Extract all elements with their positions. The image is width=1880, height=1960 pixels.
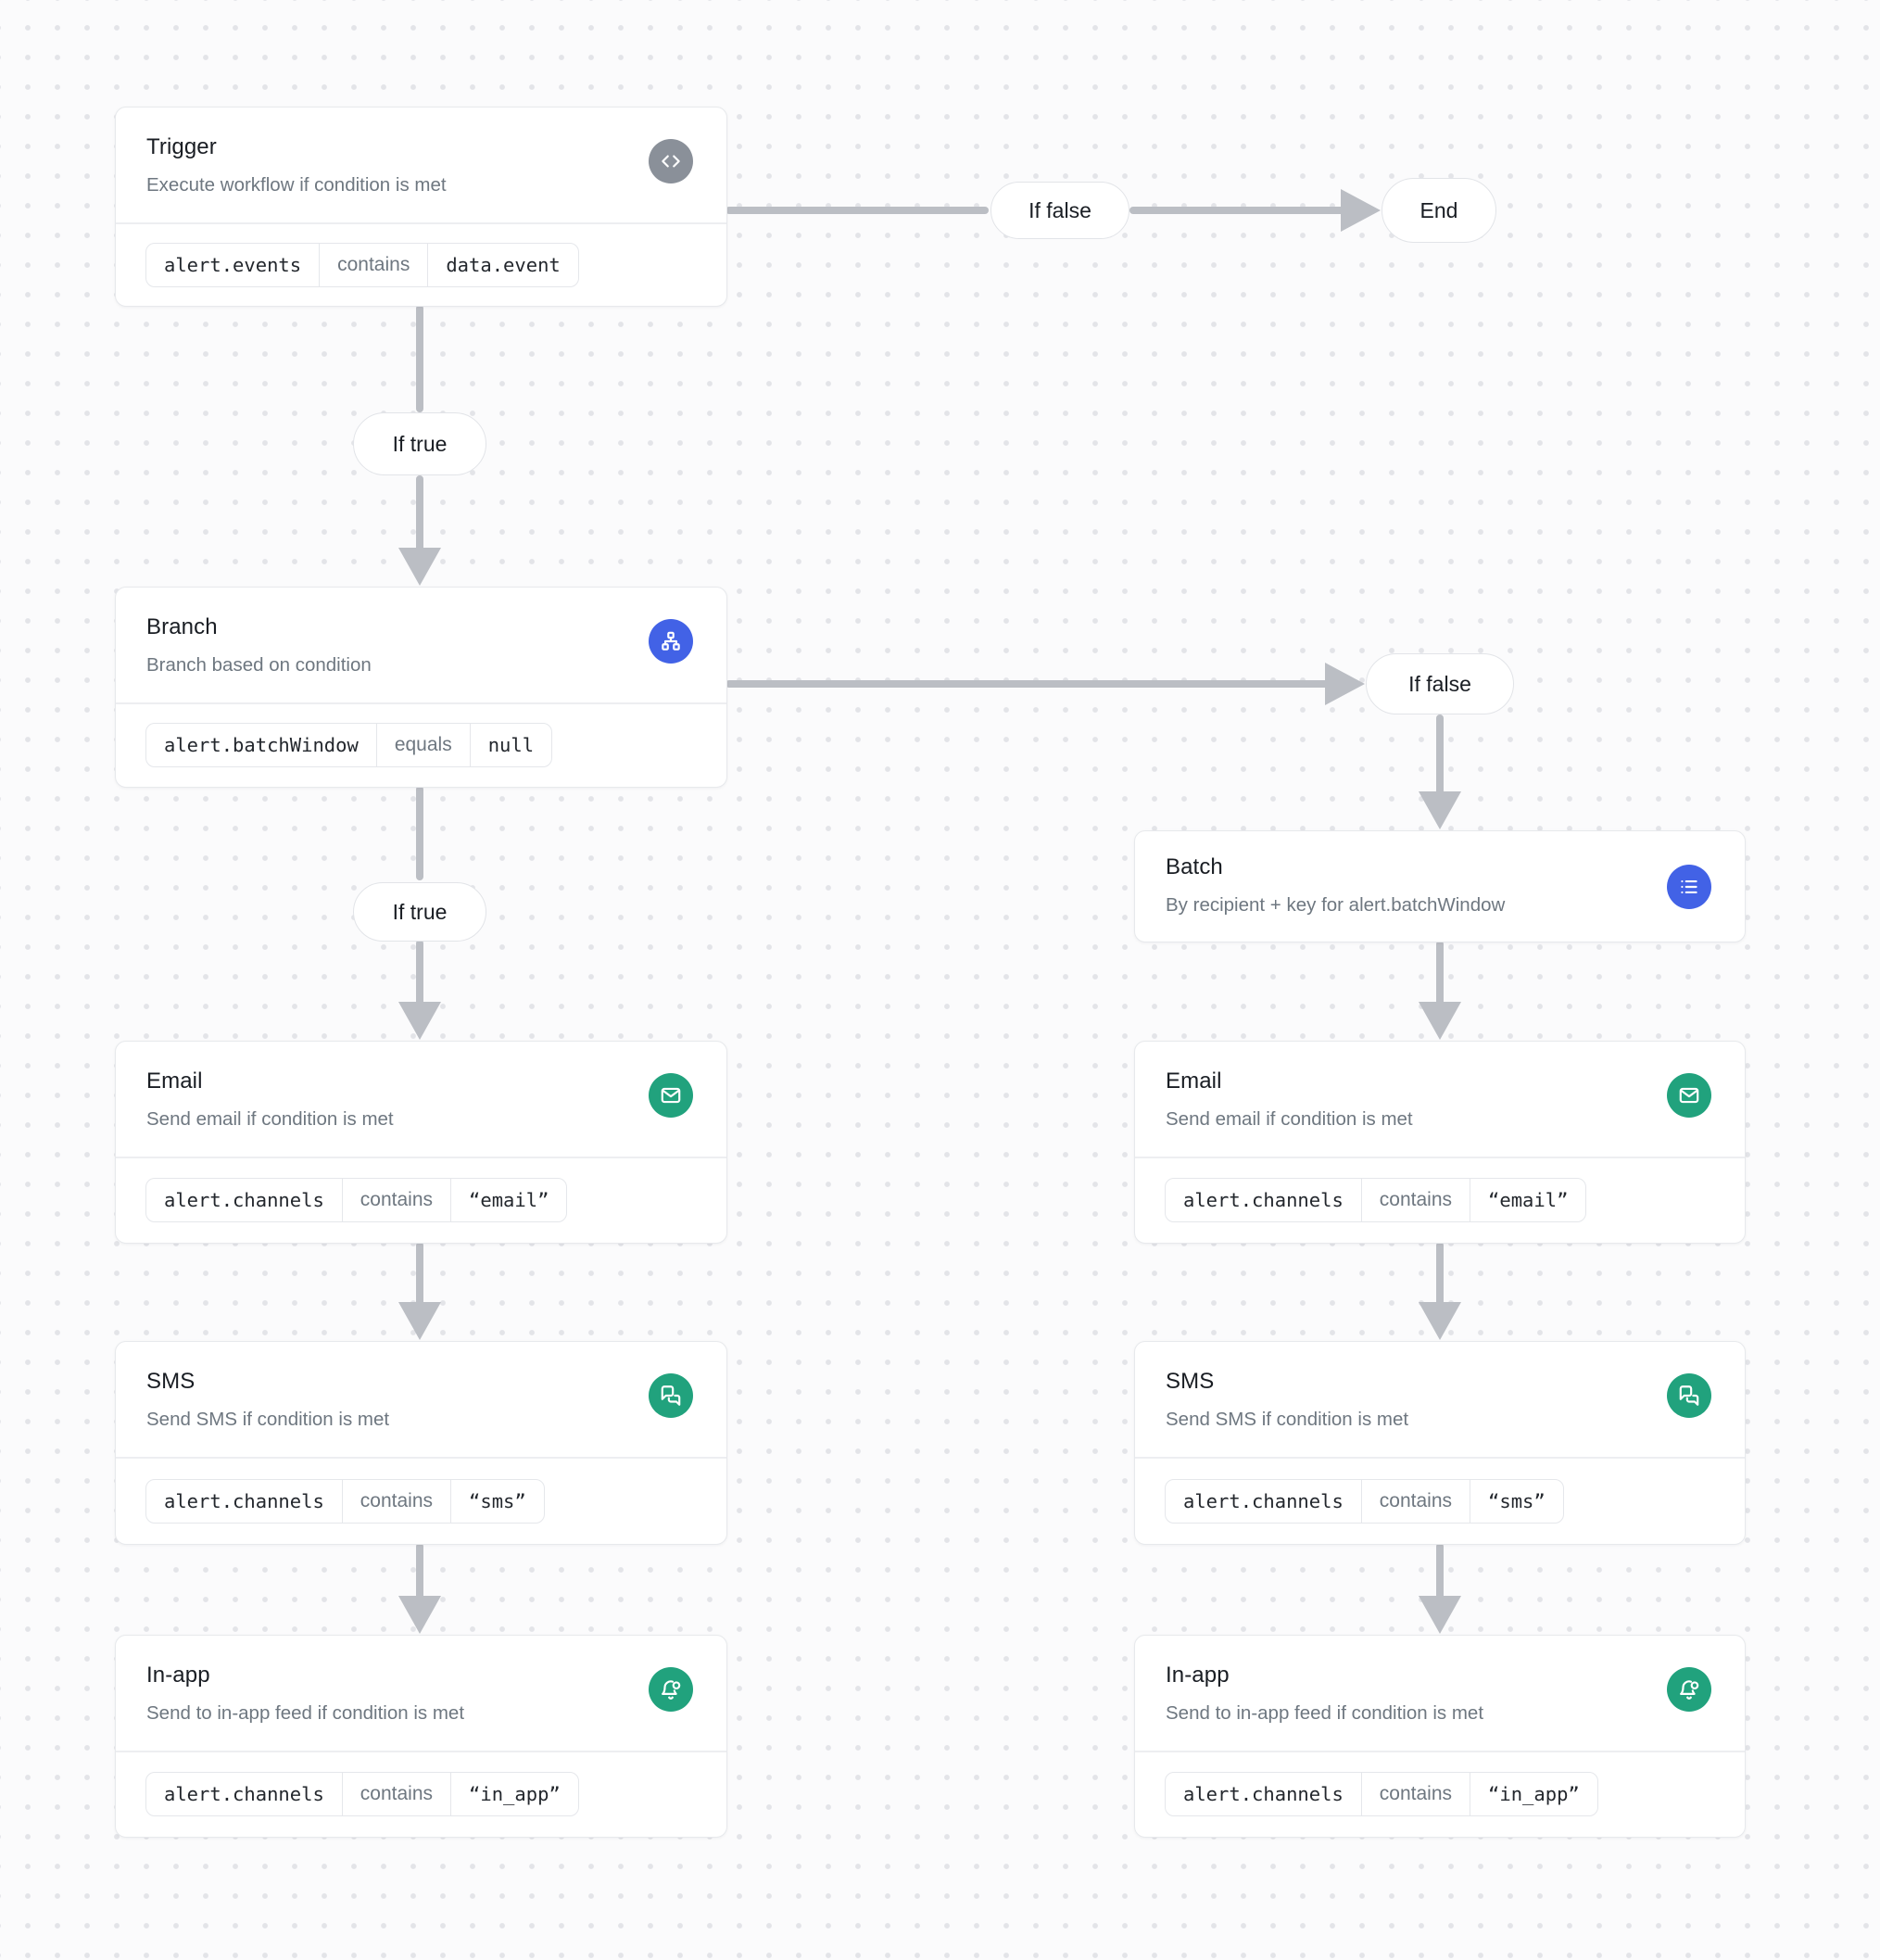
node-subtitle: Branch based on condition (146, 654, 372, 676)
condition-chip: alert.events contains data.event (145, 242, 579, 287)
edge-label-if-true-1: If true (353, 412, 486, 475)
condition-value: “sms” (450, 1479, 544, 1523)
node-email-right[interactable]: Email Send email if condition is met ale… (1134, 1041, 1746, 1244)
condition-operator: contains (341, 1179, 450, 1222)
node-subtitle: Send SMS if condition is met (146, 1409, 390, 1430)
node-branch[interactable]: Branch Branch based on condition alert.b… (115, 587, 727, 788)
edge-label-if-false-2: If false (1366, 653, 1514, 714)
node-subtitle: Send email if condition is met (1166, 1108, 1413, 1130)
condition-operator: contains (1360, 1479, 1470, 1523)
condition-chip: alert.channels contains “sms” (1165, 1478, 1564, 1524)
condition-chip: alert.channels contains “sms” (145, 1478, 545, 1524)
node-title: Branch (146, 614, 218, 639)
node-email-left[interactable]: Email Send email if condition is met ale… (115, 1041, 727, 1244)
condition-value: null (469, 724, 551, 767)
condition-chip: alert.channels contains “email” (145, 1178, 568, 1223)
condition-field: alert.channels (1183, 1489, 1344, 1512)
sitemap-icon (649, 619, 693, 664)
node-sms-left[interactable]: SMS Send SMS if condition is met alert.c… (115, 1341, 727, 1545)
condition-field: alert.channels (1183, 1189, 1344, 1212)
node-subtitle: Send email if condition is met (146, 1108, 394, 1130)
condition-value: “email” (1470, 1179, 1585, 1222)
mail-icon (1667, 1073, 1711, 1118)
edge-label-text: If false (1408, 671, 1471, 696)
node-title: In-app (146, 1663, 210, 1688)
node-subtitle: Send SMS if condition is met (1166, 1409, 1409, 1430)
card-divider (116, 1457, 726, 1459)
node-title: Trigger (146, 134, 217, 159)
node-subtitle: Send to in-app feed if condition is met (146, 1702, 465, 1724)
condition-operator: contains (341, 1479, 450, 1523)
chat-icon (1667, 1373, 1711, 1418)
node-end[interactable]: End (1382, 178, 1496, 243)
condition-chip: alert.channels contains “in_app” (1165, 1772, 1598, 1817)
mail-icon (649, 1073, 693, 1118)
condition-operator: contains (341, 1773, 450, 1816)
condition-value: “email” (450, 1179, 566, 1222)
condition-operator: contains (1360, 1773, 1470, 1816)
condition-field: alert.batchWindow (164, 734, 359, 757)
condition-value: “in_app” (1470, 1773, 1597, 1816)
condition-field: alert.channels (164, 1783, 324, 1806)
condition-chip: alert.batchWindow equals null (145, 723, 553, 768)
condition-value: data.event (427, 243, 577, 286)
condition-operator: contains (319, 243, 427, 286)
condition-chip: alert.channels contains “email” (1165, 1178, 1587, 1223)
card-divider (1135, 1457, 1745, 1459)
card-divider (116, 702, 726, 704)
card-divider (1135, 1751, 1745, 1752)
node-trigger[interactable]: Trigger Execute workflow if condition is… (115, 107, 727, 307)
card-divider (116, 222, 726, 224)
list-icon (1667, 865, 1711, 909)
edge-label-text: If true (392, 899, 448, 924)
edge-label-if-false-top: If false (990, 182, 1129, 239)
condition-value: “in_app” (450, 1773, 578, 1816)
edge-label-text: If true (392, 431, 448, 456)
node-inapp-left[interactable]: In-app Send to in-app feed if condition … (115, 1635, 727, 1838)
card-divider (116, 1157, 726, 1158)
node-subtitle: Execute workflow if condition is met (146, 174, 447, 196)
node-sms-right[interactable]: SMS Send SMS if condition is met alert.c… (1134, 1341, 1746, 1545)
node-title: SMS (1166, 1369, 1215, 1394)
condition-value: “sms” (1470, 1479, 1563, 1523)
node-title: Batch (1166, 854, 1223, 879)
node-subtitle: Send to in-app feed if condition is met (1166, 1702, 1484, 1724)
condition-field: alert.channels (1183, 1783, 1344, 1806)
edge-label-text: If false (1028, 197, 1091, 222)
node-title: SMS (146, 1369, 196, 1394)
end-label: End (1419, 197, 1458, 222)
code-icon (649, 139, 693, 183)
condition-operator: contains (1360, 1179, 1470, 1222)
condition-field: alert.channels (164, 1189, 324, 1212)
bell-icon (1667, 1667, 1711, 1712)
condition-chip: alert.channels contains “in_app” (145, 1772, 579, 1817)
node-title: In-app (1166, 1663, 1230, 1688)
node-inapp-right[interactable]: In-app Send to in-app feed if condition … (1134, 1635, 1746, 1838)
card-divider (116, 1751, 726, 1752)
chat-icon (649, 1373, 693, 1418)
condition-field: alert.channels (164, 1489, 324, 1512)
condition-field: alert.events (164, 253, 302, 276)
condition-operator: equals (375, 724, 470, 767)
bell-icon (649, 1667, 693, 1712)
node-subtitle: By recipient + key for alert.batchWindow (1166, 894, 1506, 916)
node-title: Email (1166, 1069, 1222, 1094)
card-divider (1135, 1157, 1745, 1158)
edge-label-if-true-2: If true (353, 882, 486, 942)
node-title: Email (146, 1069, 203, 1094)
node-batch[interactable]: Batch By recipient + key for alert.batch… (1134, 830, 1746, 942)
